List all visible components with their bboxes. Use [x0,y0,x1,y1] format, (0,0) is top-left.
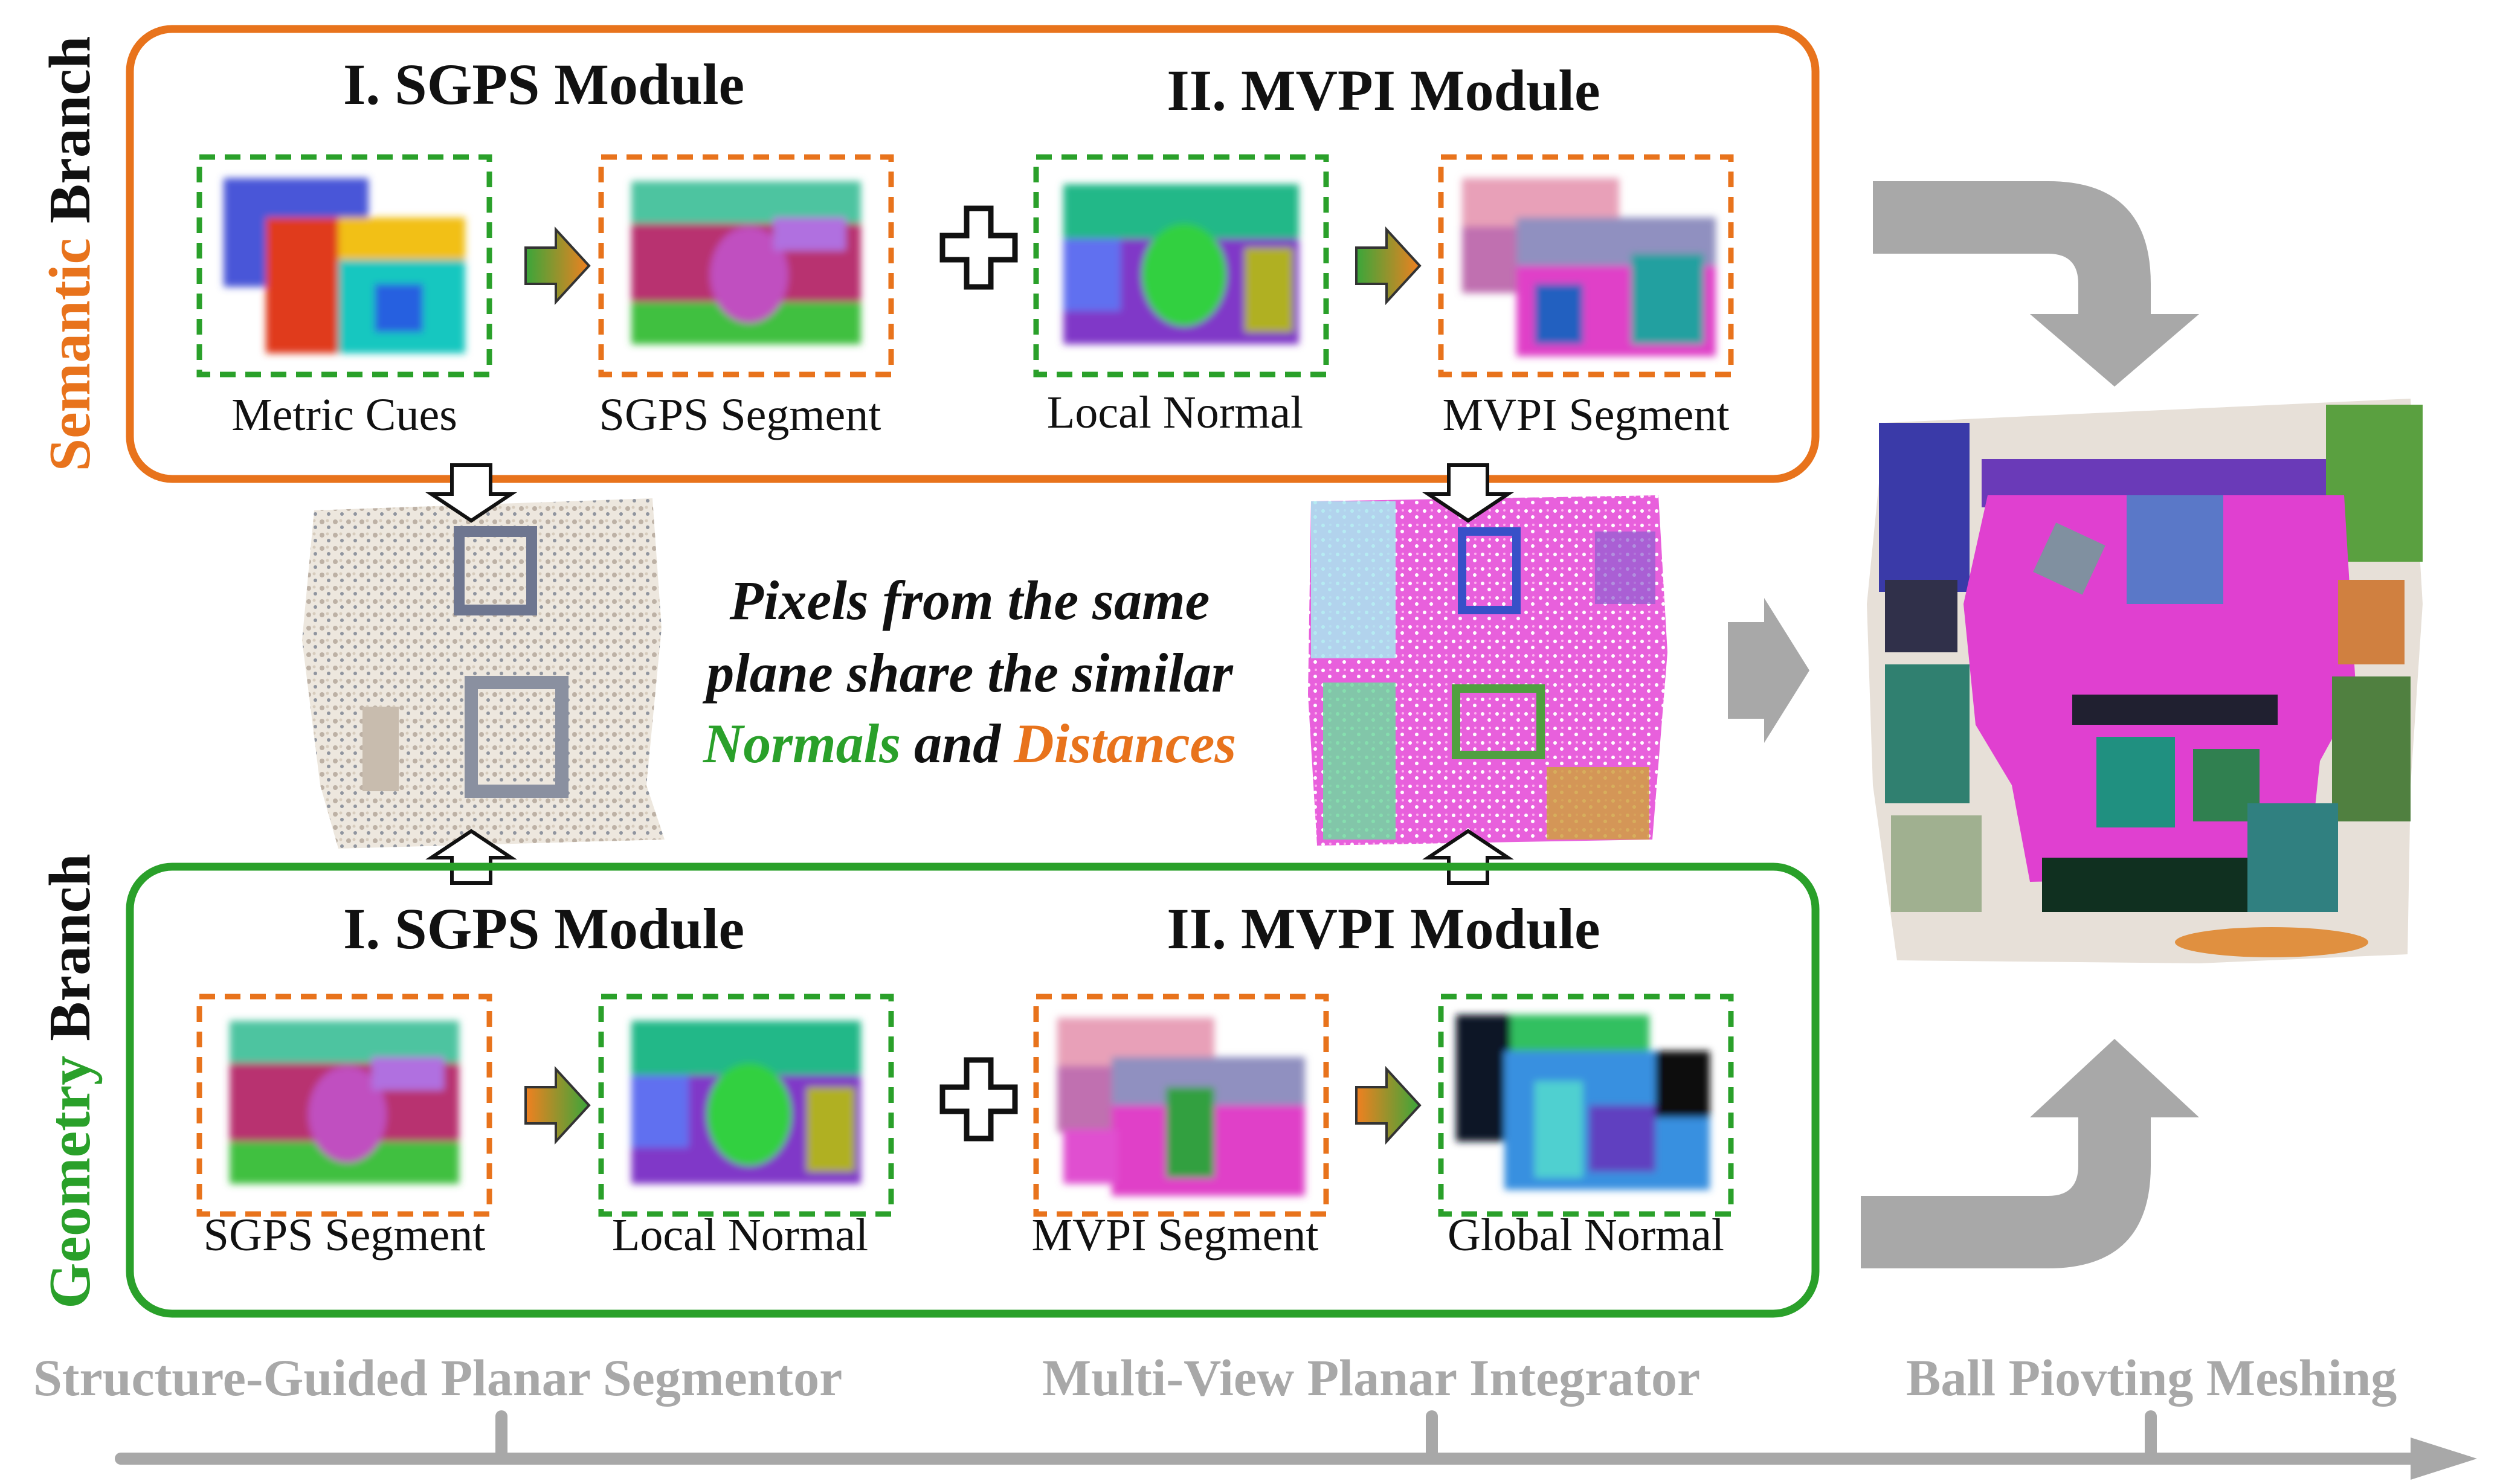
global-normal-image [1456,1015,1710,1190]
plus-icon [939,205,1018,290]
panel-label: Metric Cues [231,390,457,440]
hollow-down-arrow-icon [425,463,517,523]
gradient-arrow-icon [524,1065,591,1145]
note-line-1: Pixels from the same [729,570,1210,631]
stage-labels: Structure-Guided Planar Segmentor Multi-… [33,1349,2397,1407]
geometry-branch: GeometryBranch I. SGPS Module II. MVPI M… [37,853,1820,1318]
gray-curved-arrow-icon [1861,1039,2199,1268]
stage-label-sgps: Structure-Guided Planar Segmentor [33,1349,842,1407]
timeline-arrow-icon [2411,1437,2477,1480]
right-point-cloud [1308,495,1667,846]
metric-cues-image [224,178,465,353]
semantic-panel-mvpi-segment: MVPI Segment [1438,154,1734,440]
sgps-segment-image [230,1021,459,1184]
geometry-panel-sgps-segment: SGPS Segment [196,994,492,1261]
hollow-up-arrow-icon [425,829,517,885]
semantic-branch-box [126,25,1820,483]
hollow-up-arrow-icon [1422,829,1514,885]
geometry-panel-local-normal: Local Normal [598,994,894,1261]
local-normal-image [1063,184,1299,344]
sgps-segment-image [631,181,861,344]
semantic-panel-local-normal: Local Normal [1033,154,1329,438]
panel-label: Local Normal [612,1210,868,1261]
semantic-sgps-title: I. SGPS Module [343,52,744,117]
timeline [115,1410,2477,1480]
stage-label-meshing: Ball Piovting Meshing [1906,1349,2397,1407]
stage-label-mvpi: Multi-View Planar Integrator [1042,1349,1700,1407]
panel-label: SGPS Segment [204,1210,486,1261]
panel-label: Global Normal [1448,1210,1724,1261]
plus-icon [939,1057,1018,1142]
gray-right-arrow-icon [1728,598,1809,743]
gray-curved-arrow-icon [1873,181,2199,387]
geometry-sgps-title: I. SGPS Module [343,896,744,961]
note-line-2: plane share the similar [702,642,1234,704]
gradient-arrow-icon [1355,1065,1422,1145]
mvpi-segment-image [1057,1018,1305,1196]
left-point-cloud [302,498,665,849]
semantic-panel-sgps-segment: SGPS Segment [598,154,894,440]
local-normal-image [631,1021,861,1184]
panel-label: MVPI Segment [1443,390,1730,440]
geometry-branch-label: GeometryBranch [37,853,103,1308]
geometry-panel-global-normal: Global Normal [1438,994,1734,1261]
gradient-arrow-icon [524,226,591,306]
semantic-panel-metric-cues: Metric Cues [196,154,492,440]
geometry-mvpi-title: II. MVPI Module [1167,896,1600,961]
semantic-branch-label: SemanticBranch [37,36,103,472]
hollow-down-arrow-icon [1422,463,1514,523]
mvpi-segment-image [1462,178,1716,356]
center-note: Pixels from the same plane share the sim… [702,570,1236,774]
geometry-branch-box [126,862,1820,1318]
semantic-mvpi-title: II. MVPI Module [1167,58,1600,123]
final-mesh [1867,399,2423,963]
semantic-branch: SemanticBranch I. SGPS Module II. MVPI M… [37,25,1820,483]
gradient-arrow-icon [1355,226,1422,306]
panel-label: SGPS Segment [599,390,881,440]
panel-label: Local Normal [1047,387,1303,438]
panel-label: MVPI Segment [1032,1210,1319,1261]
geometry-panel-mvpi-segment: MVPI Segment [1032,994,1329,1261]
